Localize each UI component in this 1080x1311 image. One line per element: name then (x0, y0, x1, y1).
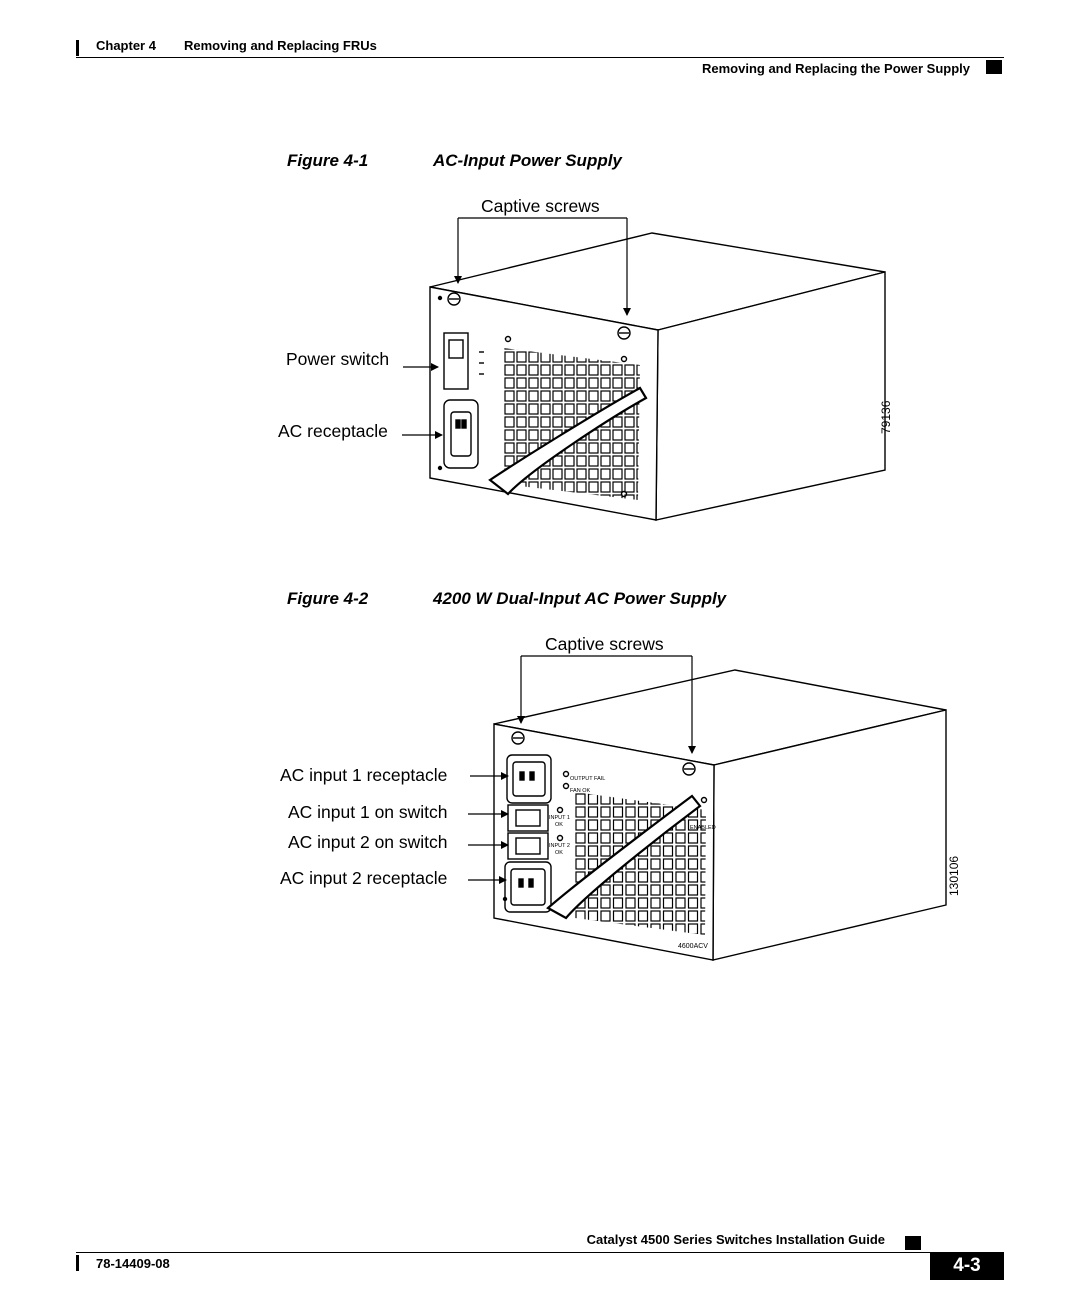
figure-1-callout-lines (402, 217, 631, 439)
input-2-label: INPUT 2 (549, 843, 570, 849)
header-section-title: Removing and Replacing the Power Supply (702, 61, 970, 76)
figure-2-ac-input-1-receptacle-callout: AC input 1 receptacle (280, 765, 448, 785)
figure-2-number: Figure 4-2 (287, 589, 369, 608)
footer-page-number: 4-3 (953, 1255, 981, 1276)
figure-2-captive-screws-callout: Captive screws (545, 634, 664, 654)
figure-1-captive-screws-callout: Captive screws (481, 196, 600, 216)
input-1-ok-label: OK (555, 822, 563, 828)
footer-black-square (905, 1236, 921, 1250)
footer-left-bar (76, 1255, 79, 1271)
figure-2-ac-input-2-switch-callout: AC input 2 on switch (288, 832, 448, 852)
input-2-ok-label: OK (555, 850, 563, 856)
figure-1-number: Figure 4-1 (287, 151, 369, 170)
footer-rule (76, 1252, 1004, 1253)
header-left-bar (76, 40, 79, 56)
header-rule (76, 57, 1004, 58)
figure-1-title: AC-Input Power Supply (433, 151, 622, 170)
enabled-label: ENABLED (690, 825, 716, 831)
footer-guide-title: Catalyst 4500 Series Switches Installati… (586, 1232, 885, 1247)
header-chapter-label: Chapter 4 (96, 38, 156, 53)
footer-doc-number: 78-14409-08 (96, 1256, 170, 1271)
figure-1-ac-receptacle-callout: AC receptacle (278, 421, 388, 441)
header-black-square (986, 60, 1002, 74)
figure-2-illustration: OUTPUT FAIL FAN OK INPUT 1 OK INPUT 2 OK… (468, 655, 947, 961)
figure-2-panel-labels: OUTPUT FAIL FAN OK INPUT 1 OK INPUT 2 OK… (549, 776, 716, 950)
figure-1-illustration (402, 217, 886, 521)
figure-1-power-switch-callout: Power switch (286, 349, 390, 369)
figure-1-image-id: 79136 (879, 400, 893, 434)
figure-2-image-id: 130106 (947, 855, 961, 896)
fan-ok-label: FAN OK (570, 788, 591, 794)
figure-2-ac-input-1-switch-callout: AC input 1 on switch (288, 802, 448, 822)
power-supply-2-drawing (493, 669, 947, 961)
model-label: 4600ACV (678, 943, 708, 950)
header-chapter-title: Removing and Replacing FRUs (184, 38, 377, 53)
footer-page-tab (930, 1253, 1004, 1280)
power-supply-1-drawing (429, 232, 886, 521)
output-fail-label: OUTPUT FAIL (570, 776, 605, 782)
figure-2-title: 4200 W Dual-Input AC Power Supply (433, 589, 727, 608)
figure-2-callout-lines (468, 655, 696, 884)
input-1-label: INPUT 1 (549, 815, 570, 821)
figure-2-ac-input-2-receptacle-callout: AC input 2 receptacle (280, 868, 448, 888)
